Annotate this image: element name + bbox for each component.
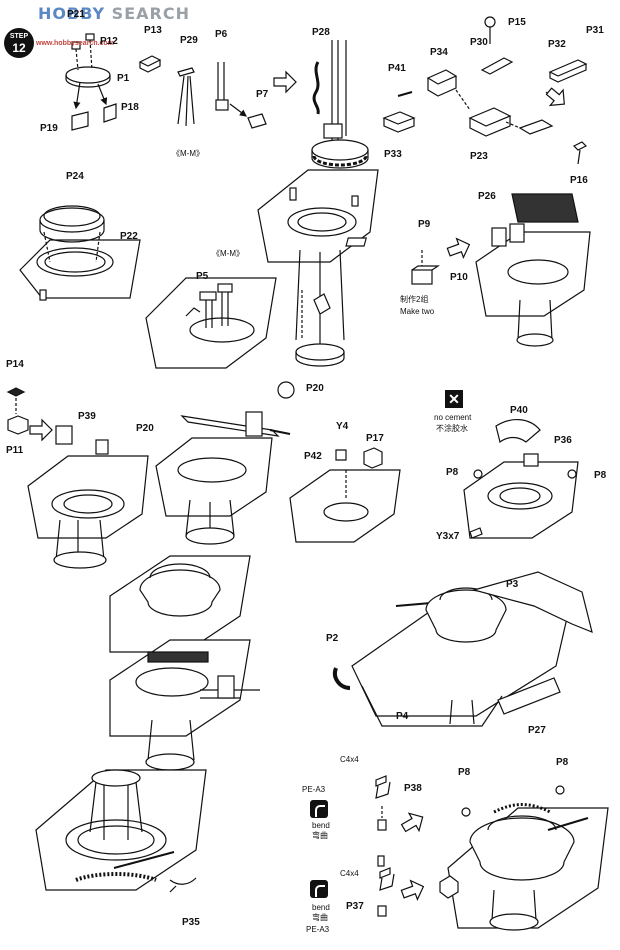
flow-arrow: [400, 812, 424, 833]
part-group-p22: [19, 205, 141, 301]
part-group-p14-p11: [6, 387, 29, 435]
part-label: P16: [570, 175, 588, 186]
part-label: P2: [326, 633, 339, 644]
view-label: 《M-M》: [172, 149, 204, 158]
part-label: P9: [418, 219, 431, 230]
part-label: Y4: [336, 421, 349, 432]
part-group-p13-p29: [138, 55, 267, 129]
part-label: PE-A3: [306, 925, 330, 934]
part-label: P4: [396, 711, 409, 722]
part-group-p39: [27, 425, 149, 569]
part-label: P29: [180, 35, 198, 46]
part-group-p42: [289, 447, 401, 543]
view-label: 《M-M》: [212, 249, 244, 258]
part-group-final: [439, 785, 609, 931]
flow-arrow: [273, 70, 297, 94]
part-label: P13: [144, 25, 162, 36]
part-label: P32: [548, 39, 566, 50]
part-label: C4x4: [340, 869, 359, 878]
part-label: P22: [120, 231, 138, 242]
flow-arrow: [446, 237, 471, 259]
part-label: P28: [312, 27, 330, 38]
note-bend-en: bend: [312, 903, 330, 912]
part-label: P36: [554, 435, 572, 446]
note-make-two-cn: 制作2组: [400, 295, 429, 304]
part-label: P10: [450, 272, 468, 283]
part-label: P40: [510, 405, 528, 416]
note-bend-cn: 弯曲: [312, 831, 328, 840]
watermark-logo: HOBBY SEARCH: [38, 4, 190, 23]
part-label: P15: [508, 17, 526, 28]
part-label: P6: [215, 29, 228, 40]
part-group-p40: [463, 419, 579, 539]
note-no-cement-en: no cement: [434, 413, 472, 422]
part-label: C4x4: [340, 755, 359, 764]
part-label: P3: [506, 579, 519, 590]
part-label: P8: [556, 757, 569, 768]
step-badge: STEP 12: [4, 28, 34, 58]
part-group-lower-assembly: [109, 555, 260, 771]
part-group-p9-p10: [345, 237, 440, 285]
flow-arrow: [29, 418, 53, 442]
note-bend-en: bend: [312, 821, 330, 830]
part-group-p5: [145, 277, 277, 369]
part-label: P24: [66, 171, 84, 182]
part-label: P41: [388, 63, 406, 74]
part-label: P30: [470, 37, 488, 48]
part-label: Y3x7: [436, 531, 460, 542]
part-group-p20: [155, 381, 295, 545]
part-label: P12: [100, 36, 118, 47]
part-group-base: [35, 769, 207, 893]
part-label: P39: [78, 411, 96, 422]
part-label: P20: [306, 383, 324, 394]
part-group-p28: [311, 40, 369, 169]
part-label: P7: [256, 89, 269, 100]
part-group-p26: [475, 193, 591, 347]
part-label: P37: [346, 901, 364, 912]
part-label: P27: [528, 725, 546, 736]
part-label: P8: [458, 767, 471, 778]
part-group-gun-mount: [382, 16, 588, 165]
part-group-pe-bends: [375, 775, 395, 917]
part-label: P8: [446, 467, 459, 478]
part-label: P26: [478, 191, 496, 202]
part-label: P21: [67, 9, 85, 20]
watermark-url: www.hobbysearch.com: [36, 40, 114, 47]
part-label: P14: [6, 359, 24, 370]
part-label: P19: [40, 123, 58, 134]
part-label: P42: [304, 451, 322, 462]
note-no-cement-cn: 不涂胶水: [436, 424, 468, 433]
step-title: STEP: [9, 33, 29, 40]
no-cement-icon: ✕: [445, 390, 463, 408]
flow-arrow: [400, 879, 425, 901]
part-label: P17: [366, 433, 384, 444]
note-make-two-en: Make two: [400, 307, 435, 316]
part-label: P38: [404, 783, 422, 794]
part-label: P23: [470, 151, 488, 162]
part-label: P33: [384, 149, 402, 160]
part-label: PE-A3: [302, 785, 326, 794]
step-number: 12: [12, 41, 26, 55]
part-label: P34: [430, 47, 448, 58]
part-group-p1: [65, 33, 117, 131]
part-label: P18: [121, 102, 139, 113]
part-label: P5: [196, 271, 209, 282]
note-bend-cn: 弯曲: [312, 913, 328, 922]
part-label: P35: [182, 917, 200, 928]
part-label: P20: [136, 423, 154, 434]
bend-icon: [310, 880, 328, 898]
part-group-main-turret: [333, 571, 593, 727]
part-label: P8: [594, 470, 607, 481]
part-label: P1: [117, 73, 130, 84]
bend-icon: [310, 800, 328, 818]
part-group-turret-assembly: [257, 169, 379, 367]
part-label: P31: [586, 25, 604, 36]
part-label: P11: [6, 445, 24, 456]
